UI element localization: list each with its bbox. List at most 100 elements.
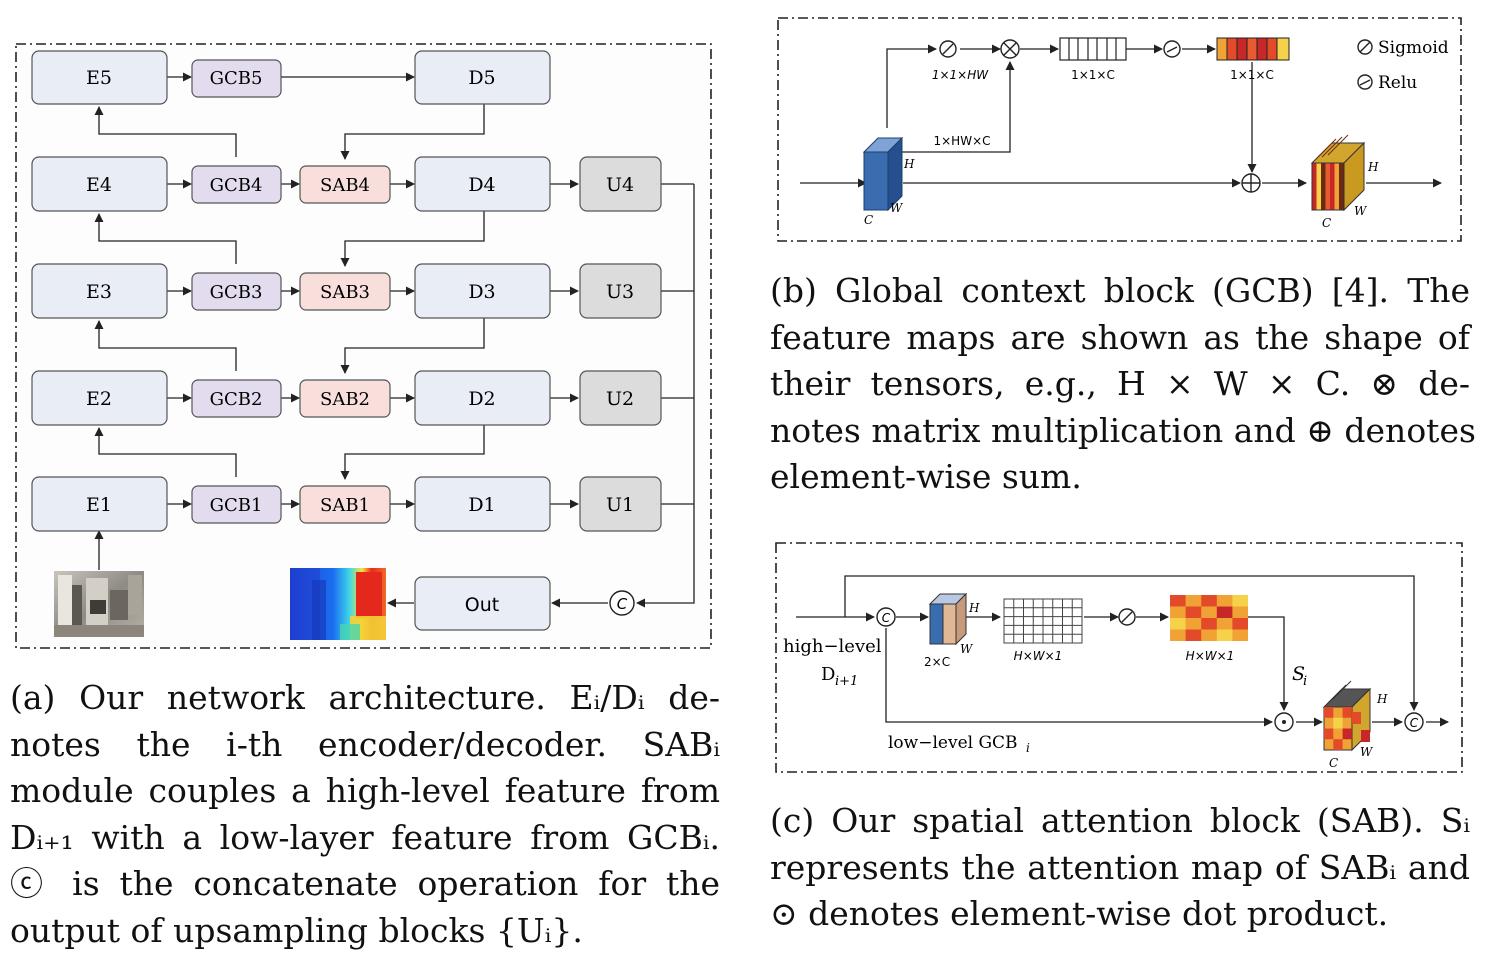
decoder-d3: [414, 263, 551, 319]
panel-c-spatial-attention-block: high−level D i+1 low−level GCB i C H W 2…: [775, 542, 1463, 773]
gcb-input-tensor: [862, 136, 904, 212]
upsampler-u1: [579, 476, 662, 532]
sab-d-subscript: i+1: [835, 674, 858, 689]
caption-b-line-5: element-wise sum.: [770, 457, 1082, 496]
sab-tensor-h-label: H: [968, 601, 980, 615]
gcb2-block: [191, 379, 282, 418]
upsampler-u4-label: U4: [606, 174, 634, 196]
encoder-e3-label: E3: [86, 281, 112, 303]
input-rgb-image: [54, 571, 144, 637]
panel-b-connectors: [800, 44, 1442, 188]
sab-output-tensor: [1322, 680, 1372, 752]
decoder-d2-label: D2: [468, 388, 495, 410]
sab-final-concat-icon: [1404, 712, 1424, 732]
upsampler-u3-label: U3: [606, 281, 634, 303]
decoder-blocks: D5 D4 D3 D2 D1: [414, 50, 551, 532]
sab-dim-hxwx1-a: H×W×1: [1014, 649, 1063, 663]
caption-a-line-6: output of upsampling blocks {Uᵢ}.: [10, 910, 583, 950]
gcb-dim-1x1xhw: 1×1×HW: [932, 68, 989, 82]
gcb-out-c-label: C: [1322, 216, 1331, 230]
encoder-e4-label: E4: [86, 174, 112, 196]
gcb-out-h-label: H: [1367, 160, 1379, 174]
gcb-dim-1x1xc-b: 1×1×C: [1230, 68, 1274, 82]
encoder-e3: [31, 263, 168, 319]
gcb5-label: GCB5: [210, 68, 263, 89]
gcb-out-w-label: W: [1354, 204, 1368, 218]
caption-a-line-4: Dᵢ₊₁ with a low-layer feature from GCBᵢ.: [10, 817, 720, 857]
caption-a: (a) Our network architecture. Eᵢ/Dᵢ de- …: [10, 675, 720, 954]
encoder-e5: [31, 50, 168, 105]
decoder-d1: [414, 476, 551, 532]
sab-dim-hxwx1-b: H×W×1: [1186, 649, 1235, 663]
decoder-d4-label: D4: [468, 174, 495, 196]
sab-blocks: SAB4 SAB3 SAB2 SAB1: [299, 165, 391, 524]
decoder-d1-label: D1: [468, 494, 495, 516]
sab-d-label: D: [821, 664, 835, 685]
output-depth-map: [290, 568, 386, 640]
caption-a-line-2: notes the i-th encoder/decoder. SABᵢ: [10, 724, 720, 764]
gcb-output-tensor: [1310, 134, 1366, 212]
sab-concat-tensor: [928, 592, 968, 646]
svg-text:C: C: [882, 611, 891, 625]
panel-b-global-context-block: H W C: [777, 17, 1462, 242]
caption-c-line-1: (c) Our spatial attention block (SAB). S…: [770, 801, 1470, 840]
sab-out-c-label: C: [1329, 756, 1338, 770]
panel-a-connectors: [94, 72, 695, 608]
caption-b-line-2: feature maps are shown as the shape of: [770, 317, 1470, 357]
encoder-e5-label: E5: [86, 67, 112, 89]
panel-a-frame: [15, 43, 712, 649]
gcb-blocks: GCB5 GCB4 GCB3 GCB2 GCB1: [191, 59, 282, 524]
sab-low-level-label: low−level GCB: [888, 733, 1018, 753]
caption-b: (b) Global context block (GCB) [4]. The …: [770, 268, 1476, 501]
gcb-tensor-w-label: W: [890, 201, 904, 215]
encoder-e4: [31, 156, 168, 212]
caption-c-line-3: ⊙ denotes element-wise dot product.: [770, 894, 1389, 933]
sab-out-w-label: W: [1360, 745, 1374, 759]
gcb3-block: [191, 272, 282, 311]
caption-b-line-3: their tensors, e.g., H × W × C. ⊗ de-: [770, 364, 1470, 403]
sab1-label: SAB1: [320, 495, 370, 516]
caption-c: (c) Our spatial attention block (SAB). S…: [770, 798, 1470, 938]
concat-operator-icon: [609, 590, 635, 616]
encoder-e2: [31, 370, 168, 426]
sab2-label: SAB2: [320, 389, 370, 410]
gcb-context-vector: [1059, 37, 1127, 61]
decoder-d3-label: D3: [468, 281, 495, 303]
legend-sigmoid-label: Sigmoid: [1378, 38, 1449, 58]
caption-b-line-1: (b) Global context block (GCB) [4]. The: [770, 271, 1470, 310]
gcb1-label: GCB1: [210, 495, 263, 516]
sab3-label: SAB3: [320, 282, 370, 303]
sab-s-subscript: i: [1303, 674, 1307, 689]
encoder-blocks: E5 E4 E3 E2 E1: [31, 50, 168, 532]
caption-b-line-4: notes matrix multiplication and ⊕ denote…: [770, 410, 1476, 450]
sab-attention-map: [1170, 595, 1248, 641]
decoder-d2: [414, 370, 551, 426]
gcb-transformed-vector: [1216, 37, 1290, 61]
gcb4-label: GCB4: [210, 175, 263, 196]
upsampler-u4: [579, 156, 662, 212]
sab4-block: [299, 165, 391, 204]
gcb-tensor-c-label: C: [864, 213, 873, 227]
gcb3-label: GCB3: [210, 282, 263, 303]
sab-dim-2xc: 2×C: [924, 655, 950, 669]
decoder-d5-label: D5: [468, 67, 495, 89]
upsampling-blocks: U4 U3 U2 U1: [579, 156, 662, 532]
decoder-d4: [414, 156, 551, 212]
sab-high-level-label: high−level: [783, 636, 882, 657]
gcb-dim-1xhwxc: 1×HW×C: [933, 134, 990, 148]
panel-a-network-architecture: E5 E4 E3 E2 E1 GCB5 GCB4 GCB3 GCB2 GCB1: [15, 43, 712, 649]
gcb4-block: [191, 165, 282, 204]
concat-operator-symbol: C: [617, 595, 628, 613]
caption-a-line-3: module couples a high-level feature from: [10, 771, 720, 810]
out-block-label: Out: [465, 594, 499, 616]
sab-concat-icon: [876, 607, 896, 627]
gcb1-block: [191, 485, 282, 524]
upsampler-u1-label: U1: [606, 494, 634, 516]
sab4-label: SAB4: [320, 175, 370, 196]
upsampler-u3: [579, 263, 662, 319]
gcb-legend: Sigmoid Relu: [1357, 38, 1449, 93]
caption-c-line-2: represents the attention map of SABᵢ and: [770, 847, 1470, 887]
caption-a-line-5: ⓒ is the concatenate operation for the: [10, 864, 720, 903]
gcb-dim-1x1xc-a: 1×1×C: [1071, 68, 1115, 82]
